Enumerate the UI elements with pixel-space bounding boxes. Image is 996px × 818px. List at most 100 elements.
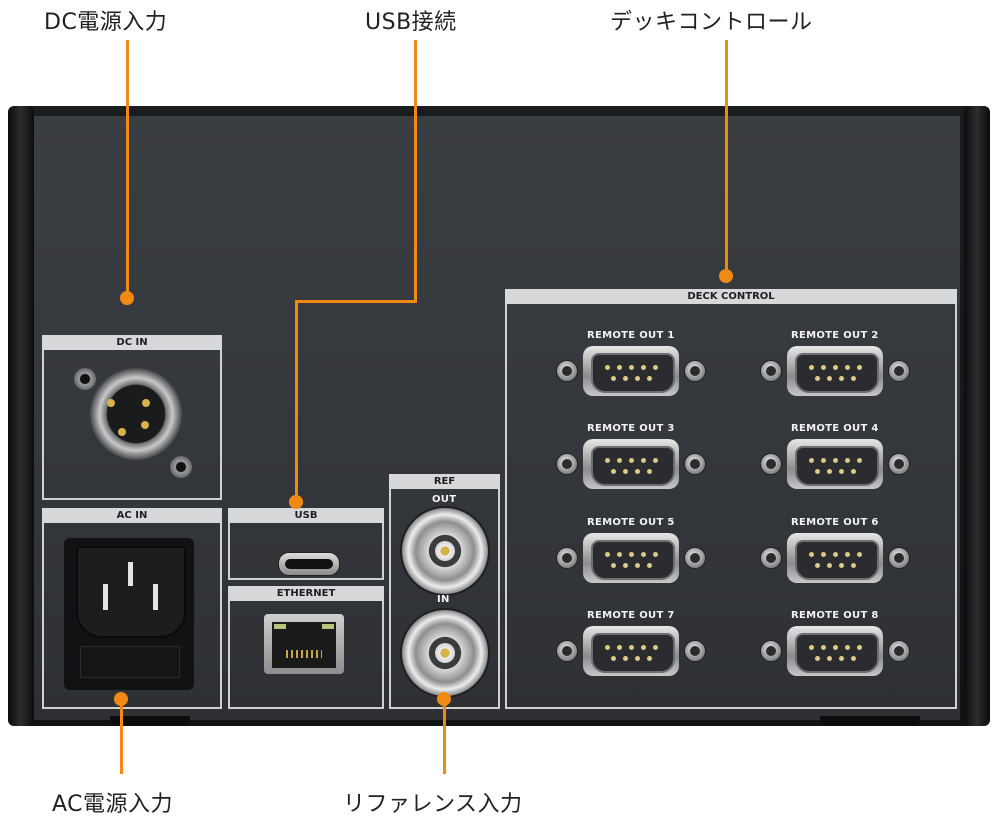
db9-face (795, 633, 879, 673)
db9-pin (833, 365, 838, 370)
db9-pin (845, 645, 850, 650)
db9-pin (809, 552, 814, 557)
remote-out-6-label: REMOTE OUT 6 (791, 517, 879, 528)
db9-shell (583, 439, 679, 489)
db9-pin (827, 656, 832, 661)
remote-out-2-connector[interactable] (760, 346, 910, 398)
db9-pin (809, 645, 814, 650)
bnc-center (435, 541, 455, 561)
db9-screw (888, 453, 910, 475)
remote-out-5-connector[interactable] (556, 533, 706, 585)
db9-shell (787, 626, 883, 676)
db9-pin (851, 563, 856, 568)
db9-screw (556, 360, 578, 382)
dc-in-section: DC IN (42, 335, 222, 500)
db9-screw (888, 547, 910, 569)
right-rail (964, 106, 990, 726)
left-rail (8, 106, 34, 726)
dc-leader-dot (120, 291, 134, 305)
db9-pin (617, 552, 622, 557)
ac-leader-line (120, 698, 123, 774)
rj45-led (274, 624, 286, 629)
usb-section: USB (228, 508, 384, 580)
db9-screw (760, 360, 782, 382)
db9-screw (684, 640, 706, 662)
iec-blade (128, 562, 133, 586)
db9-pin (833, 645, 838, 650)
ac-in-iec-socket[interactable] (64, 538, 194, 690)
db9-pin (611, 656, 616, 661)
db9-pin (611, 376, 616, 381)
db9-pin (845, 365, 850, 370)
remote-out-1-connector[interactable] (556, 346, 706, 398)
remote-out-4-connector[interactable] (760, 439, 910, 491)
db9-shell (787, 439, 883, 489)
db9-screw (888, 360, 910, 382)
iec-inlet (76, 546, 186, 638)
db9-screw (556, 640, 578, 662)
remote-out-2-label: REMOTE OUT 2 (791, 330, 879, 341)
right-foot (820, 716, 920, 726)
db9-shell (583, 346, 679, 396)
reference-callout: リファレンス入力 (343, 792, 523, 817)
ac-in-section: AC IN (42, 508, 222, 709)
db9-pin (815, 656, 820, 661)
ref-in-bnc-connector[interactable] (400, 608, 490, 698)
ref-out-label: OUT (432, 494, 457, 505)
db9-pin (653, 645, 658, 650)
db9-pin (635, 563, 640, 568)
xlr-pin (118, 428, 126, 436)
db9-pin (629, 458, 634, 463)
ref-out-bnc-connector[interactable] (400, 506, 490, 596)
db9-pin (857, 365, 862, 370)
db9-pin (617, 645, 622, 650)
db9-screw (760, 453, 782, 475)
db9-pin (851, 656, 856, 661)
usb-label: USB (228, 508, 384, 523)
db9-face (795, 446, 879, 486)
ref-leader-line (443, 698, 446, 774)
iec-blade (153, 584, 158, 610)
remote-out-8-connector[interactable] (760, 626, 910, 678)
remote-out-3-label: REMOTE OUT 3 (587, 423, 675, 434)
db9-screw (684, 547, 706, 569)
db9-pin (821, 645, 826, 650)
deck-control-callout: デッキコントロール (610, 10, 813, 35)
db9-pin (653, 458, 658, 463)
db9-screw (888, 640, 910, 662)
dc-in-xlr-connector[interactable] (74, 360, 198, 478)
db9-pin (839, 469, 844, 474)
dc-in-label: DC IN (42, 335, 222, 350)
rj45-opening (272, 622, 336, 668)
db9-pin (827, 563, 832, 568)
db9-pin (641, 645, 646, 650)
remote-out-4-label: REMOTE OUT 4 (791, 423, 879, 434)
db9-pin (605, 552, 610, 557)
rj45-led (322, 624, 334, 629)
deck-leader-dot (719, 269, 733, 283)
db9-pin (653, 552, 658, 557)
remote-out-6-connector[interactable] (760, 533, 910, 585)
deck-control-section: DECK CONTROL (505, 289, 957, 709)
db9-pin (623, 376, 628, 381)
db9-pin (815, 376, 820, 381)
db9-pin (845, 552, 850, 557)
ethernet-rj45-port[interactable] (264, 614, 344, 674)
usb-leader-dot (289, 495, 303, 509)
db9-shell (583, 626, 679, 676)
db9-shell (787, 533, 883, 583)
db9-pin (629, 552, 634, 557)
ethernet-section: ETHERNET (228, 586, 384, 709)
db9-pin (623, 656, 628, 661)
db9-pin (839, 376, 844, 381)
db9-pin (605, 458, 610, 463)
usb-c-port[interactable] (278, 552, 340, 576)
db9-pin (827, 376, 832, 381)
bnc-center (435, 643, 455, 663)
dc-power-callout: DC電源入力 (44, 10, 168, 35)
remote-out-7-connector[interactable] (556, 626, 706, 678)
db9-pin (821, 365, 826, 370)
db9-screw (684, 453, 706, 475)
xlr-pin (141, 421, 149, 429)
remote-out-3-connector[interactable] (556, 439, 706, 491)
